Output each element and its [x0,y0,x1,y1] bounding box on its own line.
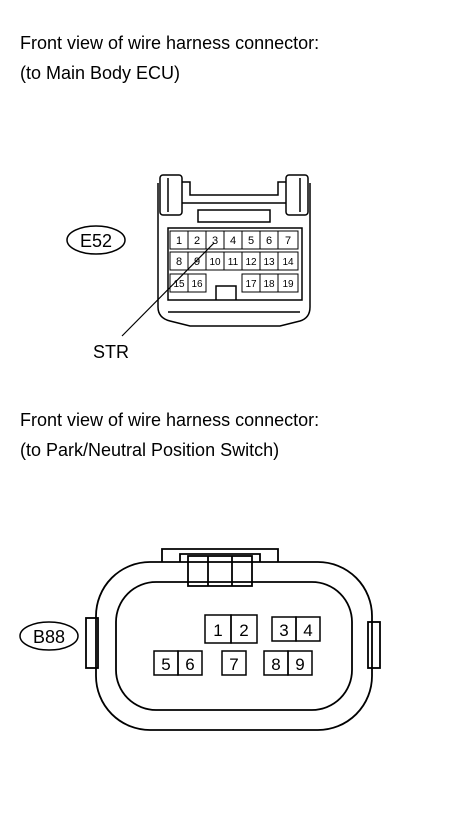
pin-cell: 14 [277,251,299,271]
pin-number: 3 [212,235,218,247]
pin-number: 9 [295,655,304,674]
pin-number: 8 [271,655,280,674]
pin-cell: 18 [259,273,279,293]
pin-number: 18 [263,279,275,290]
pin-number: 2 [194,235,200,247]
pin-number: 14 [282,257,294,268]
pin-cell: 16 [187,273,207,293]
pin-cell: 10 [205,251,225,271]
pin-cell: 8 [263,650,289,676]
caption-line: Front view of wire harness connector: [20,33,320,53]
pin-number: 10 [209,257,221,268]
connector-b88-right-tab [367,621,381,669]
pin-cell: 6 [259,230,279,250]
connector-b88-outer-shell [95,561,373,731]
pin-cell: 13 [259,251,279,271]
pin-cell: 11 [223,251,243,271]
pin-cell: 12 [241,251,261,271]
pin-number: 5 [161,655,170,674]
pin-number: 6 [266,235,272,247]
caption-line: (to Park/Neutral Position Switch) [20,440,280,460]
connector-e52-code-label: E52 [66,225,126,255]
pin-cell: 3 [205,230,225,250]
connector-b88-pins: 1 2 3 4 5 6 7 8 9 [153,614,321,676]
pin-number: 17 [245,279,257,290]
connector-e52-housing [157,183,311,327]
pin-number: 9 [194,256,200,268]
connector-b88-code-label: B88 [19,621,79,651]
pin-cell: 1 [204,614,232,644]
connector-e52 [157,174,311,327]
pin-number: 4 [230,235,236,247]
pin-number: 6 [185,655,194,674]
pin-cell: 19 [277,273,299,293]
pin-number: 1 [176,235,182,247]
pin-number: 1 [213,621,222,640]
pin-number: 2 [239,621,248,640]
connector-e52-cavity [167,227,303,301]
pin-number: 5 [248,235,254,247]
pin-number: 12 [245,257,257,268]
pin-number: 15 [173,279,185,290]
pin-cell: 3 [271,616,297,642]
connector-b88 [85,548,381,731]
pin-cell: 9 [287,650,313,676]
pin-cell: 5 [153,650,179,676]
pin-number: 19 [282,279,294,290]
connector-e52-caption: Front view of wire harness connector: (t… [20,28,319,88]
connector-b88-inner-shell [115,581,353,711]
pin-number: 7 [285,235,291,247]
pin-cell: 7 [277,230,299,250]
connector-e52-top-lock [182,181,286,196]
pin-cell: 8 [169,251,189,271]
connector-e52-pins: 1 2 3 4 5 6 7 8 9 10 11 12 13 14 15 16 1… [169,230,299,293]
pin-number: 8 [176,256,182,268]
connector-b88-caption: Front view of wire harness connector: (t… [20,405,319,465]
pin-number: 3 [279,621,288,640]
connector-e52-right-latch [285,174,309,216]
pin-number: 7 [229,655,238,674]
pin-cell: 4 [295,616,321,642]
connector-code: B88 [33,627,65,647]
str-pointer-line [121,242,215,337]
str-terminal-label: STR [93,342,129,362]
pin-cell: 2 [230,614,258,644]
connector-e52-bottom-key [215,285,237,300]
pin-cell: 15 [169,273,189,293]
connector-e52-left-latch [159,174,183,216]
pin-cell: 1 [169,230,189,250]
caption-line: (to Main Body ECU) [20,63,181,83]
caption-line: Front view of wire harness connector: [20,410,320,430]
pin-number: 4 [303,621,312,640]
pin-number: 13 [263,257,275,268]
connector-b88-top-latch [161,548,279,562]
pin-cell: 2 [187,230,207,250]
pin-cell: 7 [221,650,247,676]
connector-b88-left-tab [85,617,99,669]
pin-cell: 5 [241,230,261,250]
pin-number: 16 [191,279,203,290]
pin-cell: 17 [241,273,261,293]
pin-number: 11 [228,257,239,268]
pin-cell: 4 [223,230,243,250]
pin-cell: 6 [177,650,203,676]
connector-code: E52 [80,231,112,251]
